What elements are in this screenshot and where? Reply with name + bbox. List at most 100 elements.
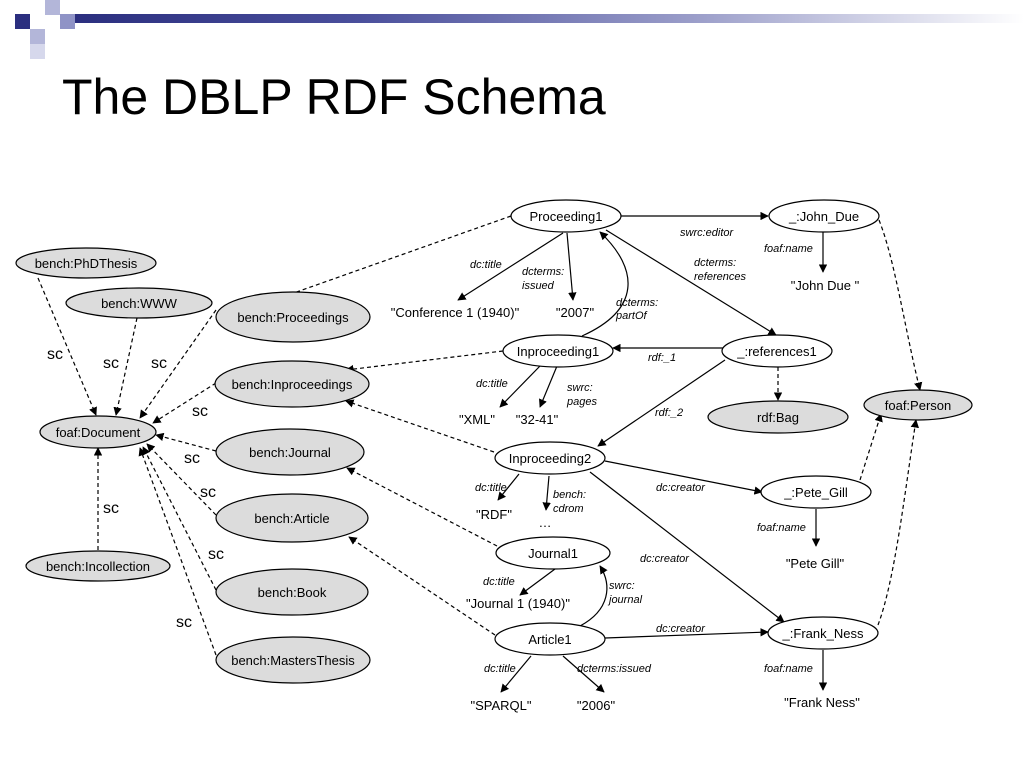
literal-ellipsis: …	[539, 515, 552, 530]
literal-2006: "2006"	[577, 698, 616, 713]
label-mastersthesis: bench:MastersThesis	[231, 653, 355, 668]
edgelabel-dc-title-5: dc:title	[484, 663, 516, 675]
node-www	[65, 287, 213, 319]
node-journal1	[495, 536, 611, 570]
label-frank-ness: _:Frank_Ness	[782, 626, 864, 641]
label-inproceeding2: Inproceeding2	[509, 451, 591, 466]
edge-inproc1-title	[499, 365, 541, 408]
type-inproc2-inproceedings	[345, 399, 495, 453]
edgelabel-dc-title-4: dc:title	[483, 576, 515, 588]
edgelabel-swrc-pages-b: pages	[566, 396, 597, 408]
label-article1: Article1	[528, 632, 571, 647]
slide-title: The DBLP RDF Schema	[62, 69, 606, 125]
literal-journal-title: "Journal 1 (1940)"	[466, 596, 570, 611]
corner-square-light-2	[30, 29, 45, 44]
corner-square-mid	[60, 14, 75, 29]
sc-www-document	[113, 317, 138, 416]
sc-label-8: sc	[208, 546, 224, 563]
node-frank-ness	[767, 616, 879, 650]
literal-pete-gill-name: "Pete Gill"	[786, 556, 845, 571]
label-article: bench:Article	[254, 511, 329, 526]
node-proceedings	[215, 291, 371, 343]
node-article1	[494, 622, 606, 656]
edgelabel-dc-creator-2: dc:creator	[640, 553, 690, 565]
node-journal	[215, 428, 365, 476]
edge-proceeding1-title	[457, 232, 564, 301]
node-person	[863, 389, 973, 421]
literal-sparql: "SPARQL"	[470, 698, 531, 713]
literal-pages: "32-41"	[516, 412, 559, 427]
sc-label-9: sc	[176, 614, 192, 631]
node-phdthesis	[15, 247, 157, 279]
edgelabel-dc-title-2: dc:title	[476, 378, 508, 390]
edgelabel-foaf-name-1: foaf:name	[764, 243, 813, 255]
edgelabel-dc-creator-3: dc:creator	[656, 623, 706, 635]
label-phdthesis: bench:PhDThesis	[35, 256, 138, 271]
edge-inproc1-pages	[539, 365, 558, 408]
type-john-person	[878, 219, 923, 391]
label-proceeding1: Proceeding1	[530, 209, 603, 224]
edges	[37, 211, 923, 693]
edgelabel-swrc-journal-b: journal	[607, 594, 643, 606]
edgelabel-dcterms-partof-b: partOf	[615, 310, 648, 322]
sc-phdthesis-document	[37, 277, 97, 416]
label-bag: rdf:Bag	[757, 410, 799, 425]
node-article	[215, 493, 369, 543]
edgelabel-dcterms-partof-a: dcterms:	[616, 297, 658, 309]
literal-rdf: "RDF"	[476, 507, 512, 522]
edgelabel-rdf-1: rdf:_1	[648, 352, 676, 364]
edgelabel-dcterms-issued-1b: issued	[522, 280, 555, 292]
label-proceedings: bench:Proceedings	[237, 310, 349, 325]
edgelabel-dcterms-references-b: references	[694, 271, 746, 283]
sc-article-document	[146, 443, 217, 516]
instance-nodes	[494, 199, 880, 656]
type-article1-article	[348, 536, 496, 636]
node-incollection	[25, 550, 171, 582]
edgelabel-swrc-journal-a: swrc:	[609, 580, 635, 592]
node-inproceedings	[214, 360, 370, 408]
edgelabel-dc-creator-1: dc:creator	[656, 482, 706, 494]
edgelabel-rdf-2: rdf:_2	[655, 407, 683, 419]
edgelabel-bench-cdrom-b: cdrom	[553, 503, 584, 515]
edgelabel-dcterms-issued-2: dcterms:issued	[577, 663, 652, 675]
sc-label-2: sc	[103, 355, 119, 372]
literal-xml: "XML"	[459, 412, 495, 427]
node-mastersthesis	[215, 636, 371, 684]
edgelabel-foaf-name-2: foaf:name	[757, 522, 806, 534]
sc-label-5: sc	[184, 450, 200, 467]
sc-label-4: sc	[192, 403, 208, 420]
label-journal1: Journal1	[528, 546, 578, 561]
sc-proceedings-document	[139, 309, 217, 419]
edge-labels: swrc:editor dc:title dcterms: issued dct…	[470, 227, 813, 675]
label-references1: _:references1	[736, 344, 817, 359]
label-john-due: _:John_Due	[788, 209, 859, 224]
edgelabel-swrc-editor: swrc:editor	[680, 227, 735, 239]
edge-inproc2-creator-frank	[589, 471, 785, 623]
label-book: bench:Book	[258, 585, 327, 600]
node-inproceeding2	[494, 441, 606, 475]
type-journal1-journal	[346, 467, 498, 547]
sc-label-3: sc	[151, 355, 167, 372]
literal-2007: "2007"	[556, 305, 595, 320]
edge-article1-issued	[562, 655, 605, 693]
type-pete-person	[859, 413, 883, 481]
edge-swrc-journal	[579, 565, 608, 627]
class-nodes	[15, 247, 973, 684]
edgelabel-dcterms-issued-1a: dcterms:	[522, 266, 564, 278]
edgelabel-dcterms-references-a: dcterms:	[694, 257, 736, 269]
node-proceeding1	[510, 199, 622, 233]
node-document	[39, 415, 157, 449]
edge-proceeding1-issued	[566, 232, 577, 301]
title-banner-bar	[75, 14, 1024, 23]
subclass-labels: sc sc sc sc sc sc sc sc sc	[47, 346, 224, 631]
sc-label-1: sc	[47, 346, 63, 363]
edge-journal1-title	[519, 568, 556, 596]
literal-conference: "Conference 1 (1940)"	[391, 305, 520, 320]
type-proceeding1-proceedings	[273, 215, 512, 302]
sc-label-7: sc	[103, 500, 119, 517]
edgelabel-swrc-pages-a: swrc:	[567, 382, 593, 394]
node-inproceeding1	[502, 334, 614, 368]
edge-inproc2-creator-pete	[604, 460, 763, 495]
sc-inproceedings-document	[152, 382, 217, 424]
node-bag	[707, 400, 849, 434]
